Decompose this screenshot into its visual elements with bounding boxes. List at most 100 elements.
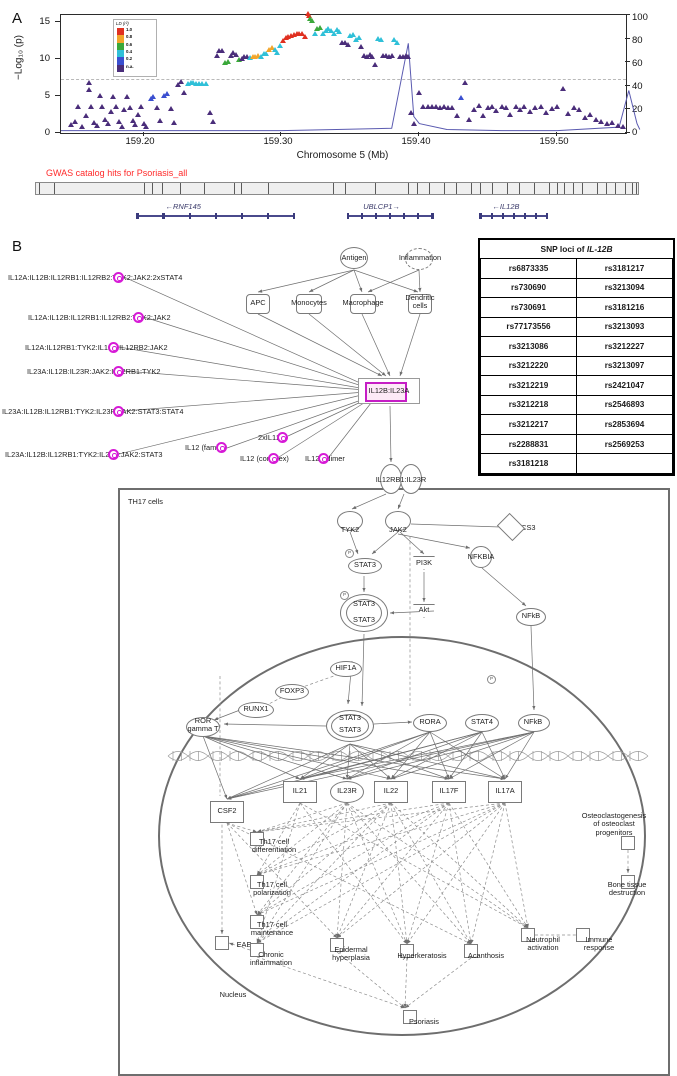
- pathway-edges: [118, 269, 649, 1009]
- ld-tick-1.0: 1.0: [126, 27, 133, 32]
- y2-tick-80: 80: [632, 35, 643, 46]
- label-tyk2: TYK2: [340, 525, 360, 534]
- gene-exon: [214, 213, 217, 219]
- node-runx1[interactable]: [238, 702, 274, 718]
- node-hif1a[interactable]: [330, 661, 362, 677]
- complex-label-4: IL23A:IL12B:IL12RB1:TYK2:IL23R:JAK2:STAT…: [2, 407, 184, 416]
- complex-marker-0[interactable]: [113, 272, 124, 283]
- gene-exon: [347, 213, 350, 219]
- complex-marker-3[interactable]: [113, 366, 124, 377]
- gwas-hit-mark: [573, 183, 574, 194]
- node-gene-il21[interactable]: [283, 781, 317, 803]
- complex-marker-il12b-dimer[interactable]: [318, 453, 329, 464]
- node-nfkb-cyto[interactable]: [516, 608, 546, 626]
- node-phenotype-6[interactable]: [400, 944, 414, 958]
- axis-tick: [55, 95, 60, 97]
- label-runx1: RUNX1: [243, 704, 269, 713]
- label-phenotype-6: Hyperkeratosis: [397, 951, 447, 960]
- snp-point: [91, 119, 98, 125]
- node-gene-il22[interactable]: [374, 781, 408, 803]
- label-stat3-nuc-2: STAT3: [339, 725, 361, 734]
- snp-point: [154, 105, 161, 111]
- node-phenotype-8[interactable]: [521, 928, 535, 942]
- node-rora[interactable]: [413, 714, 447, 732]
- node-gene-il17a[interactable]: [488, 781, 522, 803]
- snp-point: [453, 112, 460, 118]
- node-apc[interactable]: [246, 294, 270, 314]
- snp-point: [82, 112, 89, 118]
- complex-marker-4[interactable]: [113, 406, 124, 417]
- label-phenotype-3: EAE: [236, 940, 252, 949]
- complex-marker-5[interactable]: [108, 449, 119, 460]
- gwas-hit-mark: [333, 183, 334, 194]
- complex-marker-2xil12b[interactable]: [277, 432, 288, 443]
- gwas-hit-track: [35, 182, 639, 195]
- node-phenotype-10[interactable]: [621, 836, 635, 850]
- node-phenotype-5[interactable]: [330, 938, 344, 952]
- node-phenotype-1[interactable]: [250, 875, 264, 889]
- node-gene-il17f[interactable]: [432, 781, 466, 803]
- node-nfkbia[interactable]: [470, 546, 492, 568]
- snp-point: [224, 59, 231, 65]
- gene-exon: [266, 213, 269, 219]
- node-phenotype-3[interactable]: [215, 936, 229, 950]
- snp-point: [581, 114, 588, 120]
- phospho-marker-stat4: P: [487, 675, 496, 684]
- node-monocytes[interactable]: [296, 294, 322, 314]
- node-macrophage[interactable]: [350, 294, 376, 314]
- gene-exon: [479, 213, 482, 219]
- complex-marker-2[interactable]: [108, 342, 119, 353]
- label-stat4: STAT4: [471, 717, 493, 726]
- node-phenotype-7[interactable]: [464, 944, 478, 958]
- complex-marker-il12-complex[interactable]: [268, 453, 279, 464]
- snp-cell-2-1: rs3181216: [576, 297, 673, 318]
- snp-point: [489, 103, 496, 109]
- snp-point: [485, 105, 492, 111]
- node-stat4[interactable]: [465, 714, 499, 732]
- node-stat3-1[interactable]: [348, 558, 382, 574]
- gene-exon: [431, 213, 434, 219]
- y-tick-10: 10: [39, 53, 50, 64]
- node-foxp3[interactable]: [275, 684, 309, 700]
- node-phenotype-0[interactable]: [250, 832, 264, 846]
- node-il23r[interactable]: [400, 464, 422, 494]
- node-jak2[interactable]: [385, 511, 411, 531]
- node-dendritic-cells[interactable]: [408, 294, 432, 314]
- snp-point: [150, 94, 157, 100]
- node-phenotype-9[interactable]: [576, 928, 590, 942]
- snp-point: [110, 94, 117, 100]
- gene-label-0: ←RNF145: [165, 202, 201, 211]
- node-phenotype-2[interactable]: [250, 915, 264, 929]
- node-antigen-outer[interactable]: [340, 247, 368, 269]
- label-stat3-dimer-2: STAT3: [353, 615, 375, 624]
- node-stat3-dimer-inner[interactable]: [346, 599, 382, 627]
- ld-swatch-4: [117, 57, 124, 65]
- node-tyk2[interactable]: [337, 511, 363, 531]
- snp-point: [99, 103, 106, 109]
- x-tick-15920: 159.20: [125, 136, 155, 147]
- complex-marker-1[interactable]: [133, 312, 144, 323]
- node-gene-il23r[interactable]: [330, 781, 364, 803]
- snp-point: [441, 104, 448, 110]
- label-phenotype-12: Psoriasis: [409, 1017, 439, 1026]
- snp-point: [227, 52, 234, 58]
- node-phenotype-12[interactable]: [403, 1010, 417, 1024]
- snp-point: [445, 105, 452, 111]
- node-phenotype-4[interactable]: [250, 943, 264, 957]
- node-il12b-il23a[interactable]: [358, 378, 420, 404]
- ld-tick-0.8: 0.8: [126, 34, 133, 40]
- node-nfkb-nuc[interactable]: [518, 714, 550, 732]
- gwas-hit-mark: [480, 183, 481, 194]
- gwas-hit-mark: [152, 183, 154, 194]
- panel-a-letter: A: [12, 10, 23, 27]
- label-stat3-1: STAT3: [354, 560, 376, 569]
- snp-point: [587, 111, 594, 117]
- node-ror-gamma-t[interactable]: [186, 717, 220, 737]
- complex-label-0: IL12A:IL12B:IL12RB1:IL12RB2:TYK2:JAK2:2x…: [8, 273, 183, 282]
- complex-marker-il12-family[interactable]: [216, 442, 227, 453]
- node-phenotype-11[interactable]: [621, 875, 635, 889]
- node-gene-csf2[interactable]: [210, 801, 244, 823]
- node-inflammation[interactable]: [405, 248, 433, 270]
- label-pi3k: PI3K: [415, 558, 433, 567]
- node-stat3-nuc-dimer-inner[interactable]: [331, 714, 369, 738]
